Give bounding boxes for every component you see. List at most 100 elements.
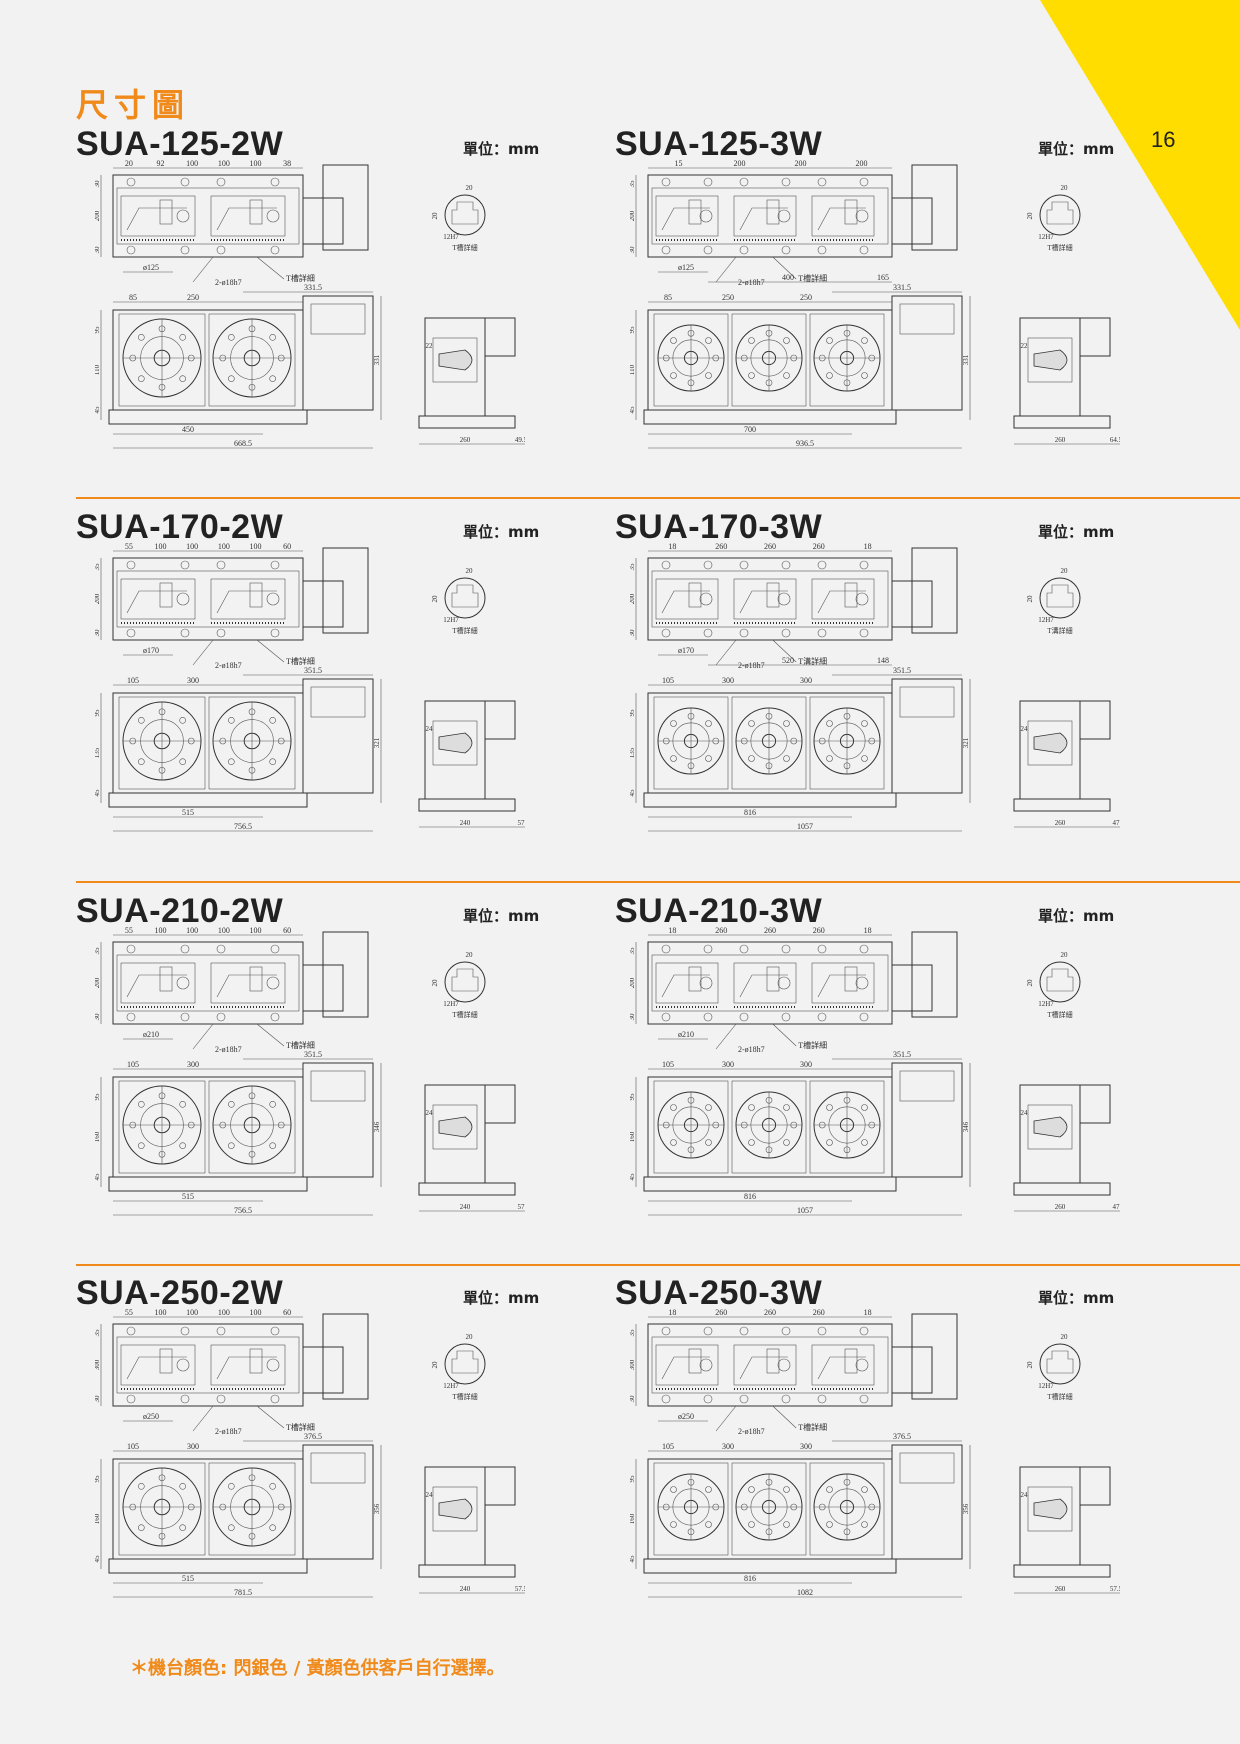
hole-spec-label: 2-ø18h7 xyxy=(215,661,242,670)
detail-dim-label: 20 xyxy=(1061,951,1069,959)
drawing-panel: 152002002007823520030ø1252-ø18h7T槽詳細4001… xyxy=(628,152,1123,494)
detail-dim-label: 20 xyxy=(466,567,474,575)
side-offset-label: 49.5 xyxy=(515,436,525,444)
center-diameter-label: ø250 xyxy=(143,1412,159,1421)
left-dim-label: 35 xyxy=(630,180,636,188)
detail-caption: T槽詳細 xyxy=(452,1392,477,1401)
side-dim-label: 135 xyxy=(630,747,636,758)
detail-dim-label: 20 xyxy=(466,184,474,192)
left-dim-label: 200 xyxy=(630,977,636,988)
unit-label: 單位：mm xyxy=(1038,907,1115,925)
overall-length-label: 936.5 xyxy=(796,439,814,448)
front-top-dim-label: 300 xyxy=(722,1060,734,1069)
detail-dim-label: 20 xyxy=(1026,1361,1034,1369)
detail-dim-label: 20 xyxy=(1061,1333,1069,1341)
height-dim-label: 346 xyxy=(373,1121,381,1132)
bottom-dim-label: 450 xyxy=(182,425,194,434)
side-dim-label: 95 xyxy=(95,709,101,717)
front-top-dim-label: 300 xyxy=(800,1442,812,1451)
side-dim-label: 95 xyxy=(630,709,636,717)
bottom-extra-label: 520 xyxy=(782,656,794,665)
left-dim-label: 200 xyxy=(95,593,101,604)
top-dim-label: 18 xyxy=(864,1309,872,1317)
top-dim-label: 60 xyxy=(283,543,291,551)
side-small-label: 24 xyxy=(1021,725,1029,733)
front-top-dim-label: 105 xyxy=(127,1060,139,1069)
overall-length-label: 1082 xyxy=(797,1588,813,1597)
top-dim-label: 200 xyxy=(734,160,746,168)
side-small-label: 22 xyxy=(1021,342,1029,350)
side-dim-label: 95 xyxy=(630,1093,636,1101)
tslot-label: T槽詳細 xyxy=(286,1040,315,1050)
top-dim-label: 55 xyxy=(125,543,133,551)
side-offset-label: 57.5 xyxy=(515,1585,525,1593)
left-dim-label: 200 xyxy=(95,977,101,988)
front-top-dim-label: 300 xyxy=(800,676,812,685)
side-small-label: 24 xyxy=(426,725,434,733)
front-top-dim-label: 85 xyxy=(664,293,672,302)
side-dim-label: 160 xyxy=(630,1513,636,1524)
detail-dim-label: 20 xyxy=(466,951,474,959)
side-offset-label: 57.5 xyxy=(1110,1585,1120,1593)
model-title: SUA-250-3W xyxy=(615,1274,823,1312)
side-dim-label: 160 xyxy=(630,1131,636,1142)
bottom-dim-label: 700 xyxy=(744,425,756,434)
model-title: SUA-125-3W xyxy=(615,125,823,163)
side-width-label: 240 xyxy=(460,1585,471,1593)
hole-spec-label: 2-ø18h7 xyxy=(215,1045,242,1054)
side-offset-label: 47 xyxy=(1113,819,1121,827)
section-divider xyxy=(76,1264,1240,1266)
detail-dim-label: 20 xyxy=(1061,567,1069,575)
detail-dim-label: 20 xyxy=(431,212,439,220)
side-dim-label: 160 xyxy=(95,1513,101,1524)
hole-spec-label: 2-ø18h7 xyxy=(738,278,765,287)
overall-width-label: 351.5 xyxy=(304,1050,322,1059)
side-width-label: 260 xyxy=(1055,1585,1066,1593)
detail-dim-label: 20 xyxy=(1026,979,1034,987)
front-top-dim-label: 300 xyxy=(187,1442,199,1451)
unit-label: 單位：mm xyxy=(463,907,540,925)
side-dim-label: 45 xyxy=(95,1555,101,1563)
side-dim-label: 110 xyxy=(630,364,636,375)
overall-length-label: 668.5 xyxy=(234,439,252,448)
side-dim-label: 45 xyxy=(630,406,636,414)
bottom-dim-label: 515 xyxy=(182,1192,194,1201)
bottom-extra-label: 400 xyxy=(782,273,794,282)
front-top-dim-label: 300 xyxy=(187,1060,199,1069)
top-dim-label: 260 xyxy=(764,927,776,935)
top-dim-label: 100 xyxy=(186,543,198,551)
detail-dim-label: 20 xyxy=(431,979,439,987)
top-dim-label: 100 xyxy=(218,160,230,168)
top-dim-label: 260 xyxy=(764,1309,776,1317)
tslot-label: T槽詳細 xyxy=(286,1422,315,1432)
left-dim-label: 30 xyxy=(95,180,101,188)
front-top-dim-label: 85 xyxy=(129,293,137,302)
front-top-dim-label: 300 xyxy=(800,1060,812,1069)
side-dim-label: 45 xyxy=(630,1555,636,1563)
side-dim-label: 95 xyxy=(95,326,101,334)
corner-triangle xyxy=(1040,0,1240,330)
left-dim-label: 30 xyxy=(630,246,636,254)
top-dim-label: 18 xyxy=(864,543,872,551)
center-diameter-label: ø210 xyxy=(143,1030,159,1039)
overall-width-label: 351.5 xyxy=(304,666,322,675)
front-top-dim-label: 300 xyxy=(722,676,734,685)
